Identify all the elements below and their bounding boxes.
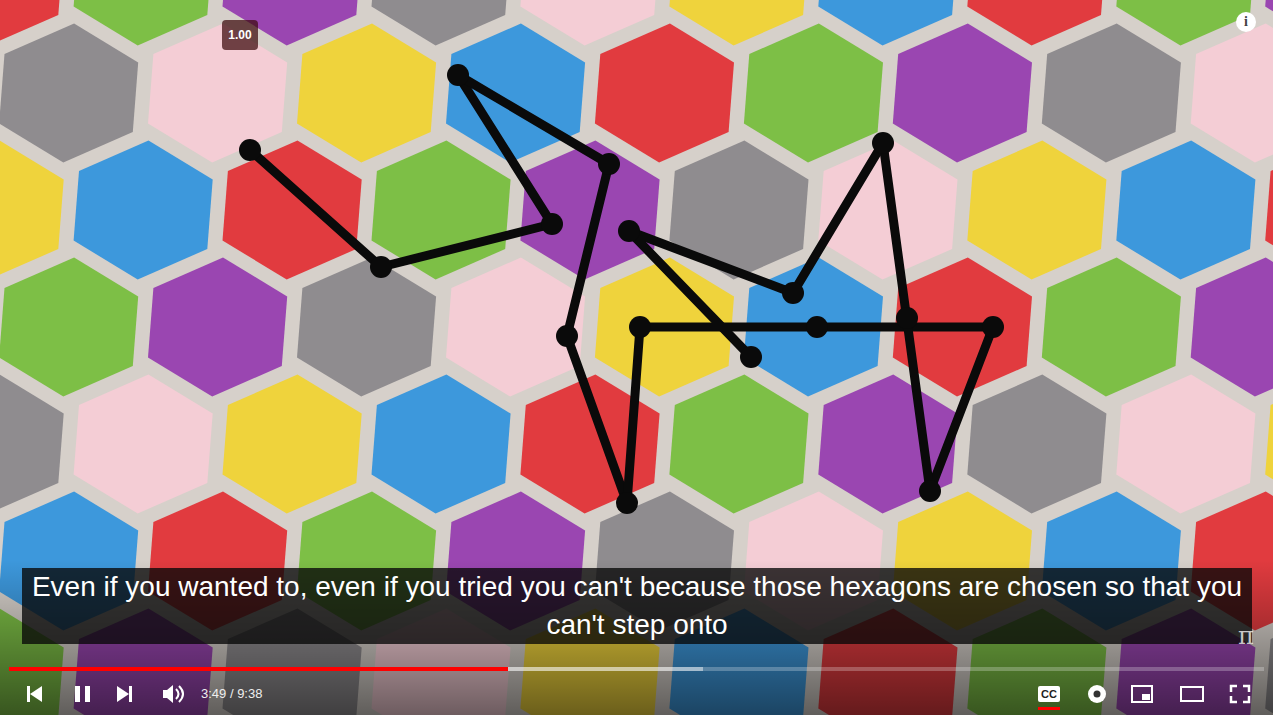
path-vertex [919,480,941,502]
path-vertex [872,132,894,154]
hexagon-tile [967,375,1106,514]
path-vertex [629,316,651,338]
hexagon-tile [967,141,1106,280]
prev-icon [30,686,42,702]
hexagon-tile [1191,24,1273,163]
control-shade [0,560,1273,715]
time-display: 3:49 / 9:38 [201,686,291,702]
hexagon-tile [1191,258,1273,397]
path-vertex [982,316,1004,338]
subtitle-box: Even if you wanted to, even if you tried… [22,568,1252,644]
time-display: 3:49 / 9:38 [201,686,262,701]
path-segment [629,231,751,357]
path-vertex [782,282,804,304]
hexagon-tile [893,24,1032,163]
volume-icon [179,686,183,702]
progress-played [9,667,508,671]
hexagon-tile [372,375,511,514]
path-vertex [616,492,638,514]
fullscreen-icon [1231,686,1249,702]
pause-icon [75,686,80,702]
path-vertex [806,316,828,338]
path-vertex [556,325,578,347]
settings-icon [1088,685,1106,703]
next-icon [129,686,132,702]
hexagon-tile [0,375,64,514]
path-vertex [370,256,392,278]
path-segment [627,327,640,503]
path-vertex [740,346,762,368]
caption-text: 1.00 [224,20,256,50]
cc-icon [1038,686,1060,702]
hexagon-tile [148,24,287,163]
hexagon-tile [1042,258,1181,397]
path-segment [458,75,552,224]
info-icon-letter: i [1244,14,1248,29]
path-segment [793,143,883,293]
volume-icon [163,685,173,703]
hexagon-tile [0,141,64,280]
hexagon-tile [297,24,436,163]
cc-underline [1038,707,1060,710]
hexagon-tile [148,258,287,397]
path-segment [883,143,930,491]
black-path [239,64,1004,514]
channel-watermark: π [1238,622,1254,650]
path-segment [567,164,609,336]
cc-button-text: CC [1041,688,1057,700]
channel-watermark: π [1232,622,1260,650]
volume-icon [176,689,179,699]
path-vertex [239,139,261,161]
pause-icon [85,686,90,702]
path-segment [567,336,627,503]
path-vertex [541,213,563,235]
next-icon [117,686,129,702]
theater-icon [1181,687,1203,701]
settings-icon [1094,691,1101,698]
hexagon-tile [744,24,883,163]
hexagon-tile [0,24,138,163]
progress-buffer [9,667,703,671]
path-vertex [598,153,620,175]
hexagon-tile [0,258,138,397]
info-icon-letter: i [1236,12,1256,32]
hexagon-tile [74,141,213,280]
hexagon-tile [74,375,213,514]
hexagon-tile [818,375,957,514]
path-segment [930,327,993,491]
path-segment [381,224,552,267]
path-vertex [447,64,469,86]
path-segment [250,150,381,267]
hexagon-tile [595,24,734,163]
hexagon-tile [446,258,585,397]
hexagon-tile [223,141,362,280]
path-vertex [618,220,640,242]
cc-button-text: CC [1038,686,1060,702]
miniplayer-icon [1142,694,1150,700]
hexagon-tile [297,258,436,397]
hexagon-tile [669,375,808,514]
hexagon-tile [1116,141,1255,280]
progress-track [9,667,1264,671]
prev-icon [27,686,30,702]
hexagon-tile [1042,24,1181,163]
hexagon-tile [1116,375,1255,514]
miniplayer-icon [1132,686,1152,702]
player-controls [27,685,1249,710]
hexagon-tile [223,375,362,514]
path-segment [458,75,609,164]
path-vertex [896,307,918,329]
speed-badge: 1.00 [222,20,258,50]
hexagon-tile [372,141,511,280]
info-icon [1236,12,1256,32]
caption-text: Even if you wanted to, even if you tried… [30,568,1244,644]
